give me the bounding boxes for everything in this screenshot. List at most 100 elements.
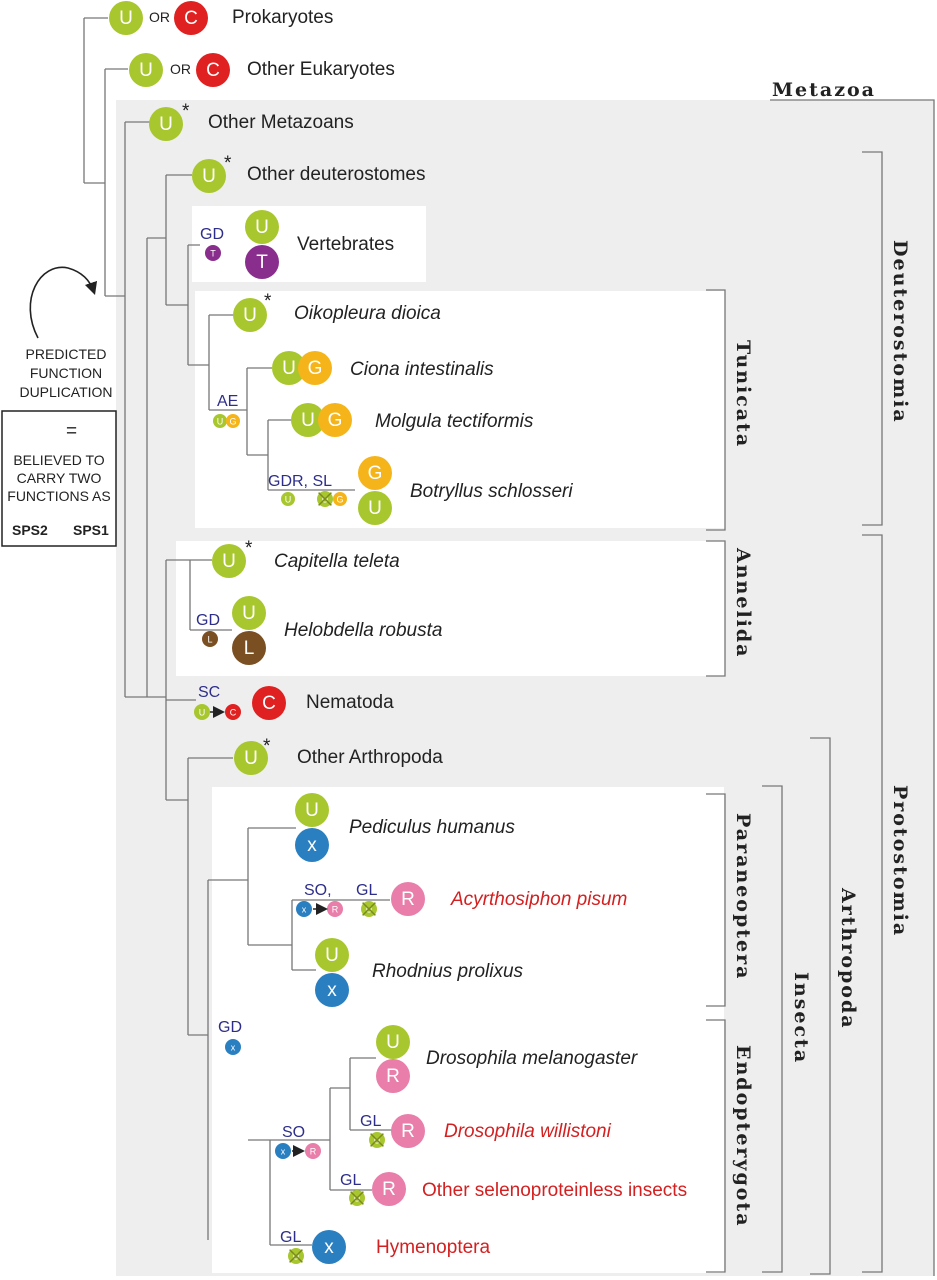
circle-letter: R [401,889,415,910]
function-circle-U: U [232,596,266,630]
legend-predicted-line3: DUPLICATION [19,384,112,400]
circle-letter: C [184,8,198,29]
function-circle-U-lost: U [361,901,377,917]
event-nematoda-sc: SC [198,684,220,701]
annelida-panel [176,541,725,676]
function-circle-G: G [358,456,392,490]
event-botryllus-gdr: GDR, SL [268,473,332,490]
asterisk-mark: * [263,736,271,757]
function-circle-U-lost: U [369,1132,385,1148]
circle-letter: U [325,945,339,966]
function-circle-U: U [213,414,227,428]
function-circle-U: U [291,403,325,437]
event-endopterygota-so: SO [282,1124,305,1141]
taxon-vertebrates: Vertebrates [297,234,394,255]
taxon-botryllus: Botryllus schlosseri [410,481,573,502]
taxon-molgula: Molgula tectiformis [375,411,534,432]
function-circle-C: C [225,704,241,720]
function-circle-L: L [232,631,266,665]
clade-paraneoptera: Paraneoptera [732,813,754,980]
function-circle-U: U [281,492,295,506]
function-circle-R: R [305,1143,321,1159]
legend-believed-line1: BELIEVED TO [13,452,104,468]
asterisk-mark: * [245,538,253,559]
circle-shape [305,1143,321,1159]
asterisk-mark: * [264,291,272,312]
taxon-capitella: Capitella teleta [274,551,400,572]
function-circle-U: U [109,1,143,35]
function-circle-x: x [315,973,349,1007]
clade-arthropoda: Arthropoda [837,887,859,1030]
taxon-other-eukaryotes: Other Eukaryotes [247,59,395,80]
circle-letter: G [328,410,343,431]
clade-insecta: Insecta [790,972,812,1064]
circle-letter: U [159,114,173,135]
circle-shape [245,245,279,279]
legend-equals: = [66,421,77,442]
cross-mark-icon [289,1249,303,1263]
circle-shape [372,1172,406,1206]
clade-deuterostomia: Deuterostomia [889,240,911,424]
function-circle-U-lost: U [288,1248,304,1264]
function-circle-U: U [234,741,268,775]
legend-believed-line2: CARRY TWO [17,470,102,486]
circle-letter: U [386,1032,400,1053]
tree-lines [83,17,392,1246]
circle-shape [333,492,347,506]
clade-protostomia: Protostomia [889,785,911,937]
circle-letter: U [199,708,206,718]
circle-shape [281,492,295,506]
clade-endopterygota: Endopterygota [732,1045,754,1228]
taxon-drosophila-willistoni: Drosophila willistoni [444,1121,612,1142]
taxon-other-selenoproteinless: Other selenoproteinless insects [422,1180,687,1201]
circle-shape [376,1025,410,1059]
curved-arrow-icon [29,266,98,339]
circle-letter: G [336,495,343,505]
circle-letter: U [119,8,133,29]
function-circle-U: U [192,159,226,193]
circle-shape [391,882,425,916]
function-circle-U: U [194,704,210,720]
circle-shape [149,107,183,141]
function-circle-C: C [174,1,208,35]
circle-shape [213,414,227,428]
insecta-panel [212,787,724,1273]
event-tunicata-ae: AE [217,393,238,410]
function-circle-U: U [295,793,329,827]
circle-shape [225,704,241,720]
or-label-2: OR [170,61,191,77]
function-circle-x: x [296,901,312,917]
function-circle-C: C [196,53,230,87]
circle-shape [232,596,266,630]
circle-shape [315,973,349,1007]
event-helobdella-gd: GD [196,612,220,629]
legend-predicted-line2: FUNCTION [30,365,102,381]
cross-mark-icon [318,492,332,506]
event-hymenoptera-gl: GL [280,1229,301,1246]
legend-sps2: SPS2 [12,522,48,538]
circle-letter: x [327,980,337,1001]
circle-shape [225,1039,241,1055]
circle-shape [194,704,210,720]
circle-shape [109,1,143,35]
asterisk-mark: * [224,153,232,174]
taxon-nematoda: Nematoda [306,692,394,713]
function-circle-T: T [205,245,221,261]
clade-tunicata: Tunicata [732,340,754,448]
or-label-1: OR [149,9,170,25]
clade-annelida: Annelida [732,547,754,659]
circle-letter: L [207,635,212,645]
circle-shape [312,1230,346,1264]
circle-letter: U [301,410,315,431]
circle-letter: T [256,252,268,273]
circle-shape [272,351,306,385]
function-circle-x: x [275,1143,291,1159]
legend-believed-line3: FUNCTIONS AS [7,488,110,504]
circle-letter: x [281,1147,286,1157]
function-circle-U: U [149,107,183,141]
circle-letter: U [255,217,269,238]
function-circle-G: G [333,492,347,506]
circle-shape [295,793,329,827]
circle-shape [327,901,343,917]
circle-letter: C [262,693,276,714]
